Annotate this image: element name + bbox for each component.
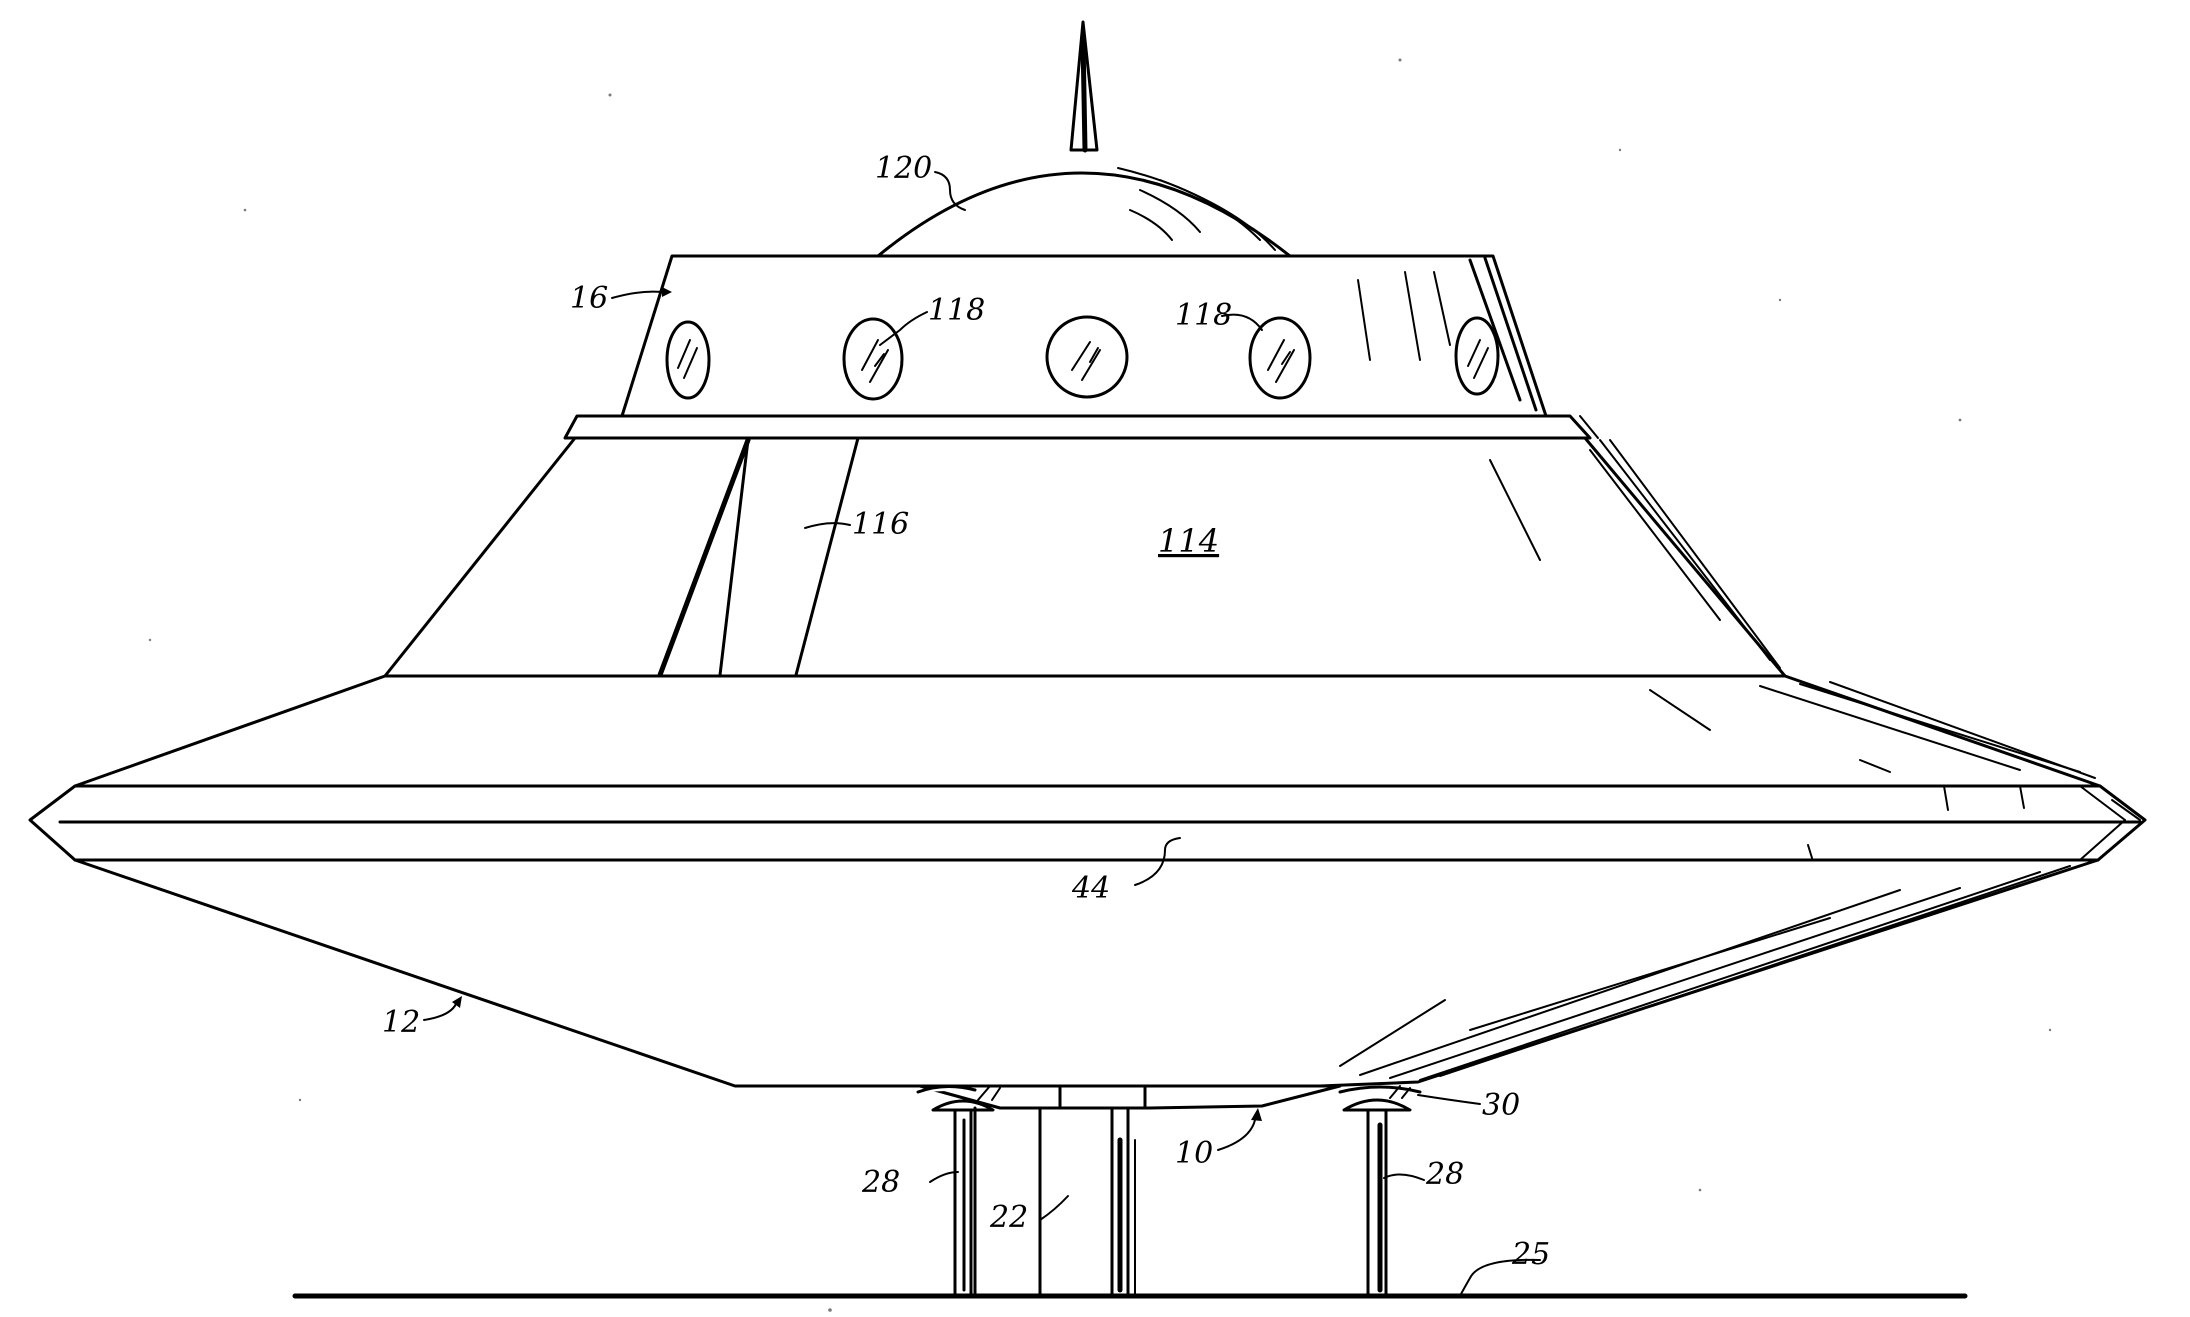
porthole-3 (1045, 315, 1129, 399)
upper-hull-shading (1649, 681, 2096, 779)
collar-ring-edge-2 (1579, 415, 1599, 439)
leader-12 (423, 1003, 457, 1021)
label-25: 25 (1511, 1237, 1550, 1272)
porthole-1 (665, 320, 711, 400)
leader-22 (1039, 1195, 1069, 1221)
label-116: 116 (852, 507, 909, 542)
portholes (665, 315, 1500, 401)
porthole-2 (842, 317, 904, 401)
label-12: 12 (382, 1005, 420, 1040)
leader-116 (804, 522, 851, 529)
leader-lines (423, 171, 1541, 1297)
porthole-4 (1248, 316, 1312, 400)
landing-leg-right (1342, 1098, 1412, 1298)
leader-28-left (929, 1171, 959, 1183)
dome-shading (1117, 167, 1276, 251)
label-28-right: 28 (1425, 1157, 1464, 1192)
leader-118-right (1221, 313, 1263, 331)
landing-legs (931, 1098, 1412, 1298)
lower-hull-shading (1339, 865, 2071, 1081)
leader-16 (611, 290, 663, 299)
reference-labels: 120 16 118 118 116 114 44 12 10 30 28 28… (382, 151, 1550, 1272)
canopy-shading (1489, 439, 1781, 669)
porthole-5 (1454, 316, 1500, 396)
label-120: 120 (875, 151, 932, 186)
collar-ring-edge (1569, 415, 1591, 439)
label-44: 44 (1071, 871, 1110, 906)
leader-25 (1459, 1258, 1541, 1297)
upper-cabin-shading (1357, 256, 1538, 412)
label-16: 16 (570, 281, 608, 316)
canopy (383, 436, 1787, 678)
leader-28-right (1383, 1173, 1425, 1181)
label-30: 30 (1482, 1088, 1520, 1123)
landing-leg-left (931, 1099, 995, 1298)
leader-30 (1417, 1094, 1481, 1105)
label-28-left: 28 (861, 1165, 900, 1200)
leader-10 (1217, 1119, 1256, 1151)
leader-118-left (879, 311, 928, 346)
label-22: 22 (989, 1200, 1028, 1235)
label-114: 114 (1158, 522, 1219, 560)
rim-band-shading (1807, 785, 2141, 861)
leader-120 (934, 171, 966, 211)
upper-hull (73, 674, 2102, 788)
label-118-left: 118 (928, 293, 985, 328)
label-118-right: 118 (1175, 298, 1232, 333)
collar-ring (563, 414, 1592, 440)
antenna-ridge (1080, 37, 1088, 153)
canopy-strut (657, 436, 860, 678)
label-10: 10 (1175, 1136, 1213, 1171)
center-column (916, 1084, 1422, 1298)
leader-44 (1134, 837, 1181, 886)
